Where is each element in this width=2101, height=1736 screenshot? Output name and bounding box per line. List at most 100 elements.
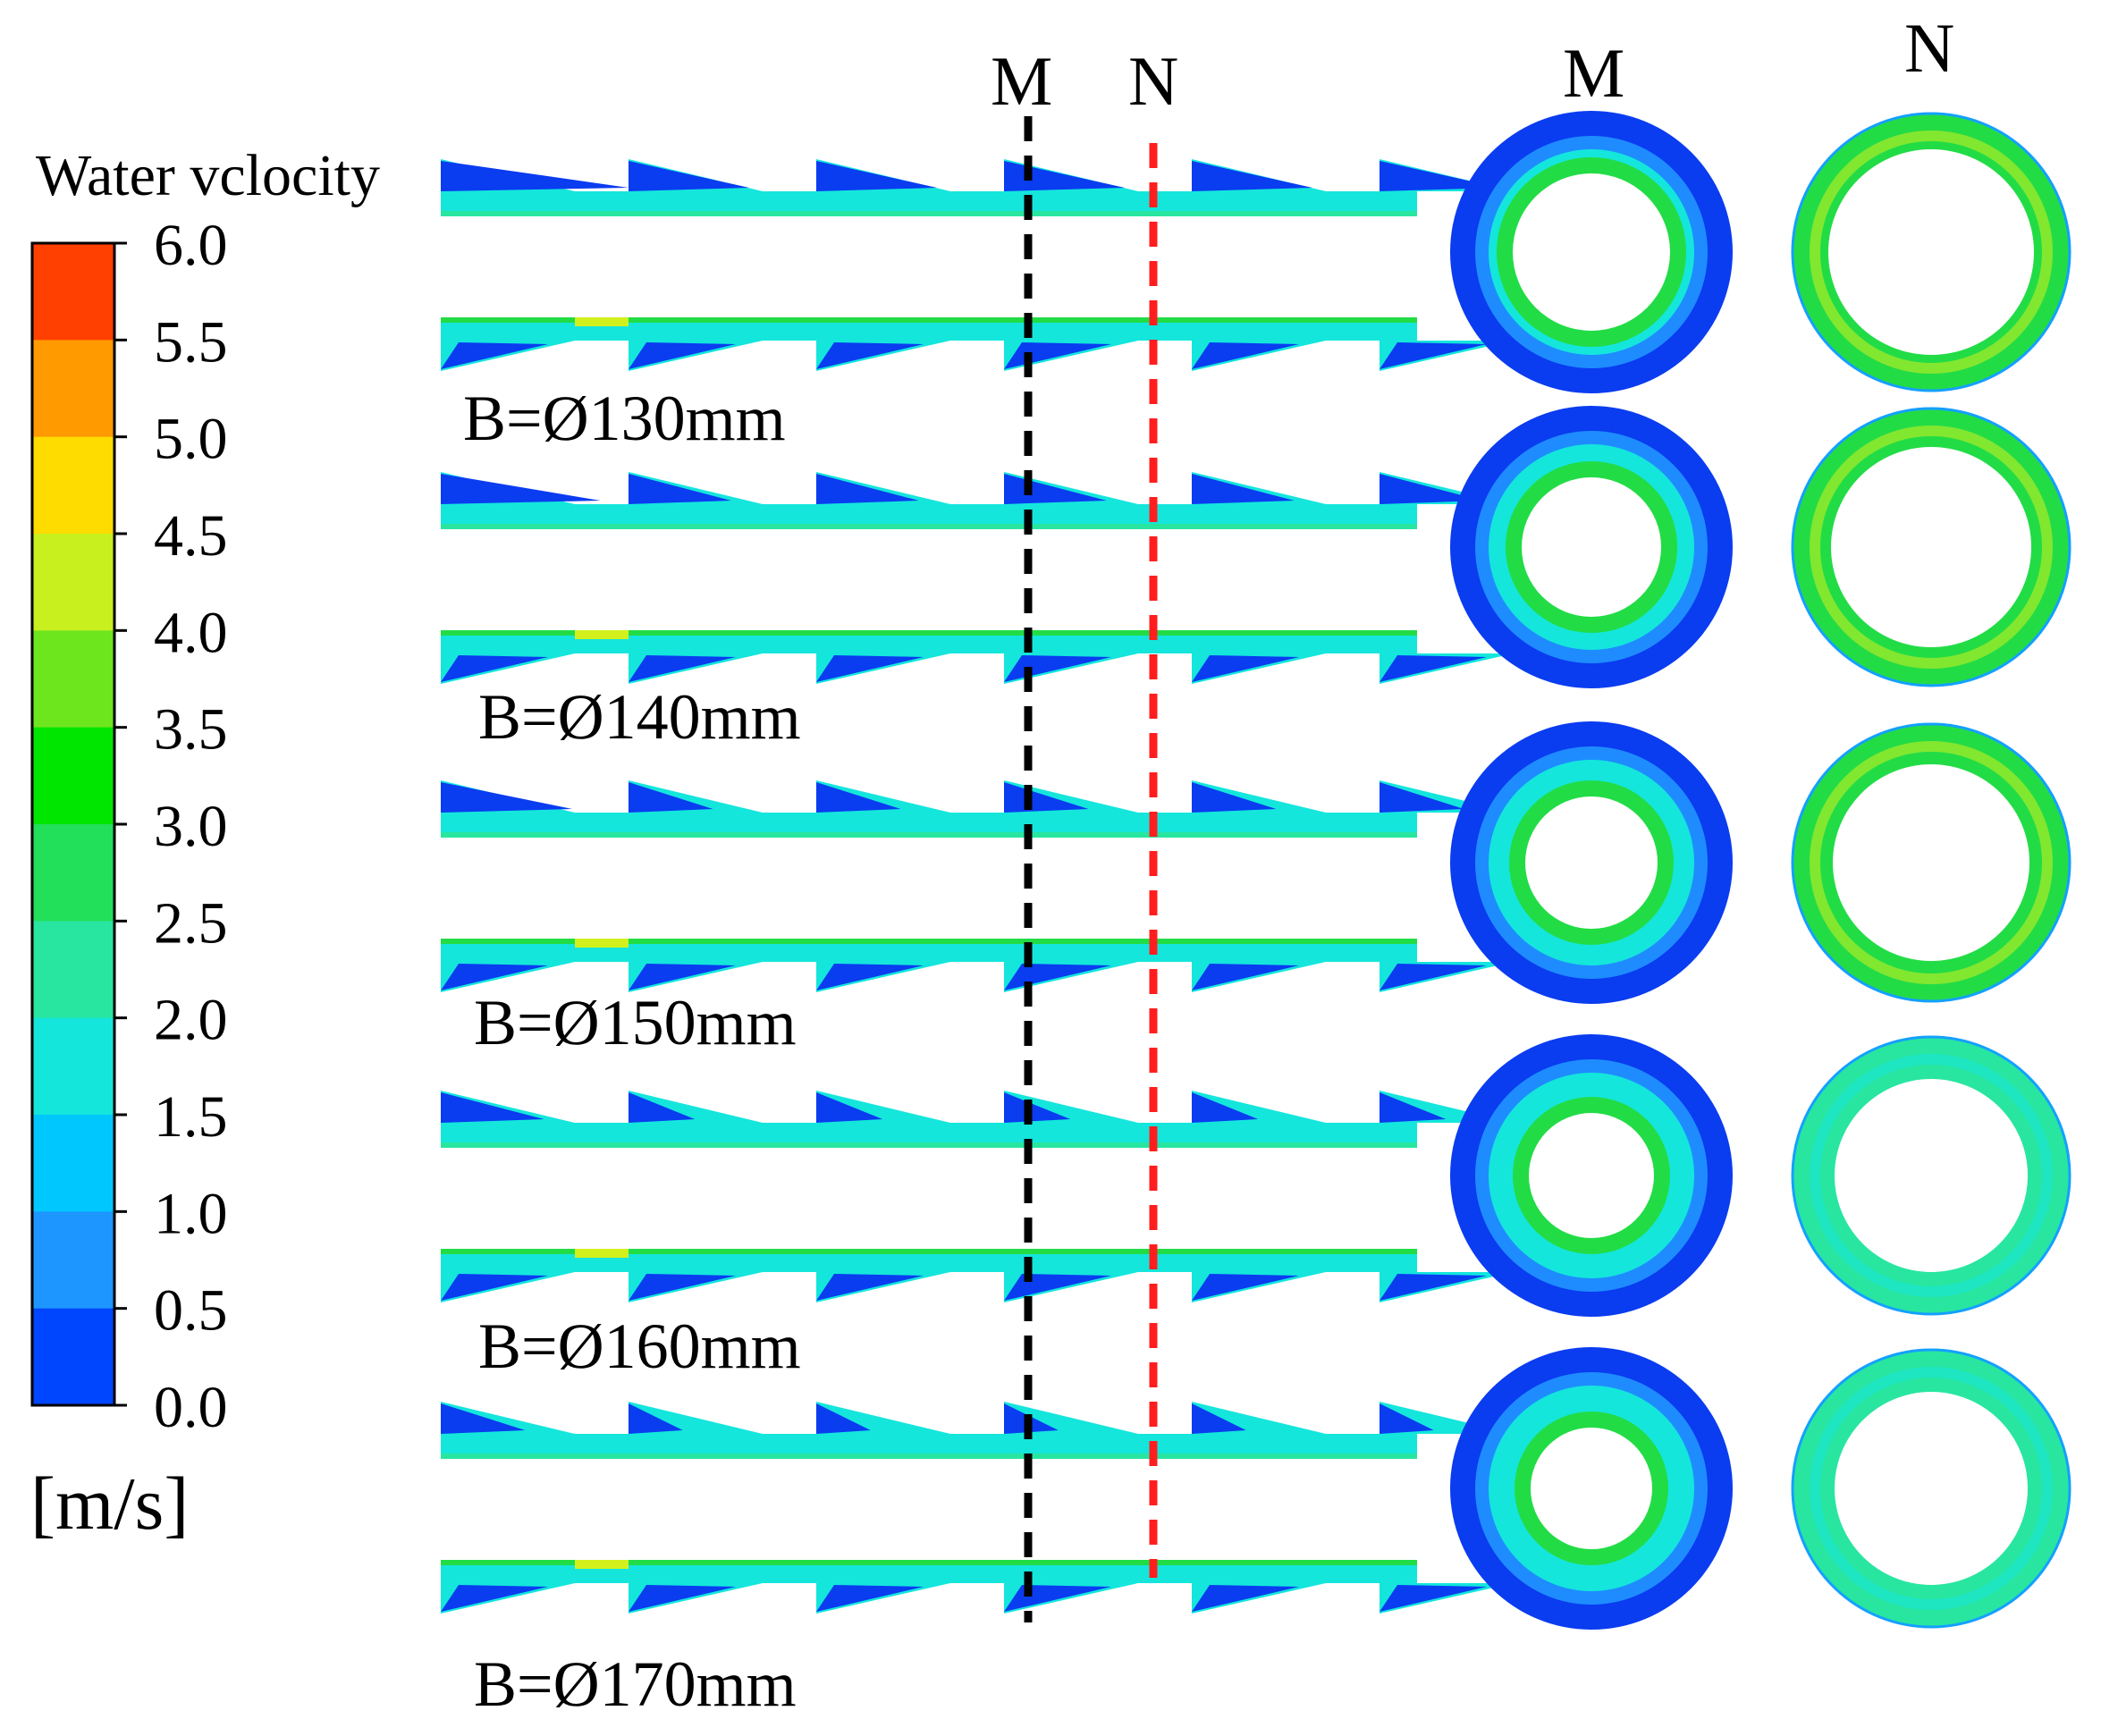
section-label-M-top: M [991,42,1052,120]
low-velocity-zone [441,161,629,191]
colorbar-segment [32,1308,114,1406]
low-velocity-zone [1004,342,1111,369]
flow-region-upper [441,1402,1514,1459]
low-velocity-zone [816,474,919,504]
low-velocity-zone [1192,342,1299,369]
low-velocity-zone [441,964,548,990]
colorbar-tick-label: 5.0 [154,407,228,472]
ring-hole [1531,1428,1652,1549]
low-velocity-zone [1380,1274,1487,1301]
colorbar-segment [32,921,114,1019]
ring-hole [1529,1113,1654,1238]
case-label: B=Ø170mm [474,1648,797,1720]
ring-hole [1835,1079,2028,1272]
flow-region-upper [441,1091,1514,1148]
colorbar-unit: [m/s] [30,1462,189,1546]
colorbar-segments [32,243,114,1406]
low-velocity-zone [441,1403,526,1434]
low-velocity-zone [629,655,736,682]
low-velocity-zone [816,1092,883,1123]
low-velocity-zone [1004,1585,1111,1612]
cross-section-N [1791,722,2071,1003]
longitudinal-sections [441,159,1514,1614]
low-velocity-zone [1004,474,1107,504]
low-velocity-zone [441,1585,548,1612]
colorbar-segment [32,727,114,825]
low-velocity-zone [816,964,924,990]
ring-band [1810,1367,2053,1610]
colorbar-tick-label: 3.5 [154,697,228,763]
ring-band [1810,131,2053,374]
low-velocity-zone [816,342,924,369]
ring-hole [1522,477,1661,617]
column-label-M: M [1563,34,1624,112]
colorbar-tick-label: 2.0 [154,988,228,1053]
colorbar-title: Water vclocity [36,143,380,208]
colorbar-segment [32,1211,114,1310]
colorbar-tick-label: 4.5 [154,503,228,569]
low-velocity-zone [629,1403,683,1434]
cross-section-M [1450,721,1733,1004]
low-velocity-zone [441,782,572,813]
cross-section-N [1791,1035,2071,1316]
longitudinal-section [441,1091,1514,1302]
low-velocity-zone [441,342,548,369]
colorbar-segment [32,340,114,438]
flow-region-lower [441,317,1514,371]
ring-hole [1513,173,1670,331]
colorbar-tick-label: 0.0 [154,1375,228,1440]
ring-hole [1525,796,1658,929]
low-velocity-zone [1004,1092,1071,1123]
colorbar-tick-label: 3.0 [154,794,228,859]
low-velocity-zone [816,1274,924,1301]
low-velocity-zone [1380,1585,1487,1612]
case-label: B=Ø160mm [478,1310,801,1382]
low-velocity-zone [816,1403,871,1434]
near-wall-band [441,1142,1417,1148]
low-velocity-zone [1380,1403,1434,1434]
colorbar-tick-label: 2.5 [154,890,228,956]
low-velocity-zone [629,474,731,504]
cross-section-N [1791,407,2071,687]
low-velocity-zone [629,1092,696,1123]
cross-section-M [1450,111,1733,393]
colorbar-tick-label: 5.5 [154,309,228,375]
low-velocity-zone [1004,1274,1111,1301]
low-velocity-zone [629,964,736,990]
longitudinal-section [441,472,1514,684]
colorbar-ticks: 6.05.55.04.54.03.53.02.52.01.51.00.50.0 [114,213,228,1440]
colorbar-segment [32,534,114,631]
near-wall-band [441,211,1417,216]
low-velocity-zone [1380,342,1487,369]
low-velocity-zone [441,655,548,682]
ring-hole [1831,447,2031,647]
cross-section-M [1450,406,1733,688]
low-velocity-zone [629,1274,736,1301]
low-velocity-zone [1192,1403,1246,1434]
high-velocity-spot [575,1560,629,1569]
near-wall-band [441,1454,1417,1459]
colorbar: Water vclocity 6.05.55.04.54.03.53.02.52… [30,143,380,1546]
low-velocity-zone [1004,655,1111,682]
near-wall-band [441,832,1417,838]
low-velocity-zone [1380,655,1487,682]
colorbar-tick-label: 1.5 [154,1084,228,1150]
case-label: B=Ø150mm [474,987,797,1058]
ring-hole [1833,764,2029,961]
high-velocity-spot [575,630,629,639]
low-velocity-zone [1192,782,1277,813]
low-velocity-zone [441,474,601,504]
low-velocity-zone [1004,964,1111,990]
colorbar-segment [32,1017,114,1116]
low-velocity-zone [1192,1585,1299,1612]
high-velocity-spot [575,1249,629,1258]
flow-region-lower [441,630,1514,684]
ring-hole [1828,149,2034,355]
low-velocity-zone [629,1585,736,1612]
low-velocity-zone [1380,964,1487,990]
low-velocity-zone [1192,1092,1259,1123]
longitudinal-section [441,1402,1514,1614]
low-velocity-zone [629,161,749,191]
colorbar-segment [32,630,114,729]
